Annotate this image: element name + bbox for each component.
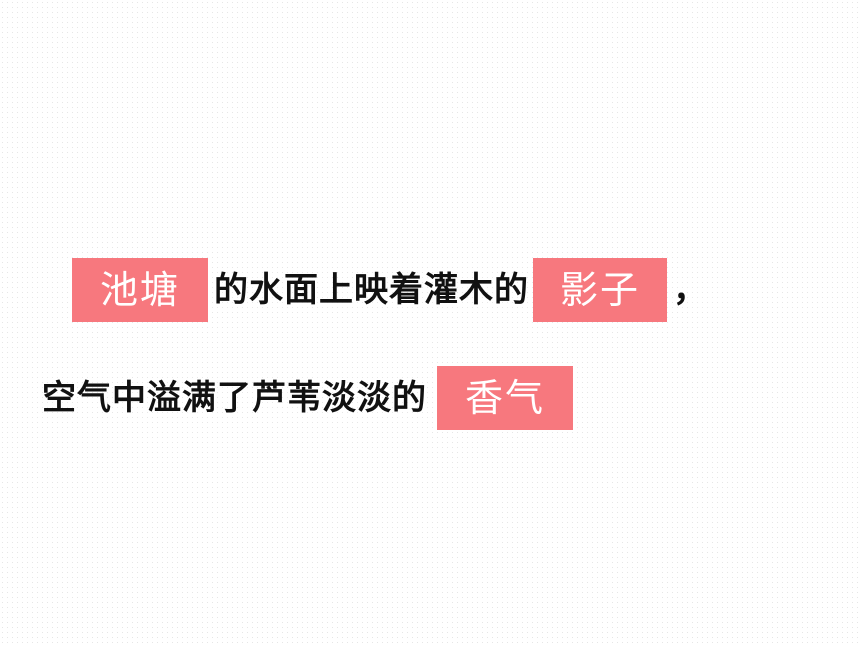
sentence-1-comma: ， xyxy=(673,270,707,310)
answer-box-shadow: 影子 xyxy=(533,258,667,322)
answer-box-pond: 池塘 xyxy=(72,258,208,322)
answer-box-fragrance: 香气 xyxy=(437,366,573,430)
sentence-2-text: 空气中溢满了芦苇淡淡的 xyxy=(42,378,427,418)
sentence-1-text: 的水面上映着灌木的 xyxy=(214,270,529,310)
sentence-line-1: 池塘 的水面上映着灌木的 影子 ， xyxy=(72,258,707,322)
sentence-line-2: 空气中溢满了芦苇淡淡的 香气 xyxy=(42,366,573,430)
